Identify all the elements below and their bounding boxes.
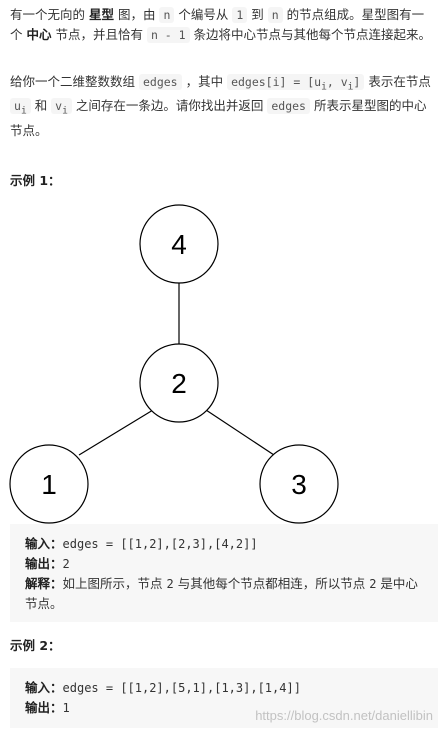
text: ，其中 (181, 74, 228, 89)
text: 节点，并且恰有 (51, 27, 147, 42)
graph-node-1: 1 (9, 444, 89, 524)
input-value: edges = [[1,2],[2,3],[4,2]] (62, 537, 258, 551)
inline-code-v: vi (51, 98, 72, 117)
text: 与其他每个节点都相连，所以节点 (173, 576, 370, 591)
text: 条边将中心节点与其他每个节点连接起来。 (189, 27, 432, 42)
output-label: 输出： (25, 700, 63, 715)
output-value: 1 (62, 701, 70, 715)
inline-code-u: ui (10, 98, 31, 117)
example-1-output: 输出：2 (25, 554, 423, 574)
node-circle (139, 204, 219, 284)
example-1-heading: 示例 1： (10, 173, 61, 188)
node-label: 3 (291, 469, 307, 500)
problem-task: 给你一个二维整数数组 edges ，其中 edges[i] = [ui, vi]… (10, 72, 434, 140)
text: 给你一个二维整数数组 (10, 74, 139, 89)
example-2-input: 输入：edges = [[1,2],[5,1],[1,3],[1,4]] (25, 678, 423, 698)
explain-label: 解释： (25, 576, 63, 591)
text: v (55, 99, 63, 114)
node-circle (139, 343, 219, 423)
inline-code: 1 (232, 7, 248, 23)
watermark: https://blog.csdn.net/daniellibin (255, 708, 433, 723)
graph-node-3: 3 (259, 444, 339, 524)
graph-node-4: 4 (139, 204, 219, 284)
example-2-output: 输出：1 (25, 698, 423, 718)
text: edges[i] = [u (231, 75, 322, 89)
input-label: 输入： (25, 536, 63, 551)
input-label: 输入： (25, 680, 63, 695)
text: 的节点组成。星型图有一个 (10, 7, 425, 42)
text: 有一个无向的 (10, 7, 89, 22)
subscript: i (62, 105, 68, 117)
text: , v (326, 75, 348, 89)
example-2-box: 输入：edges = [[1,2],[5,1],[1,3],[1,4]] 输出：… (10, 668, 438, 728)
node-label: 4 (171, 229, 187, 260)
bold-star: 星型 (88, 7, 114, 22)
subscript: i (20, 105, 27, 117)
graph-edge-2-1 (78, 409, 154, 456)
text: 到 (247, 7, 268, 22)
node-label: 1 (41, 469, 57, 500)
inline-code: edges (267, 98, 310, 115)
node-circle (9, 444, 89, 524)
text: 和 (30, 98, 52, 114)
output-label: 输出： (25, 556, 63, 571)
example-1-box: 输入：edges = [[1,2],[2,3],[4,2]] 输出：2 解释：如… (10, 524, 438, 622)
text: 个编号从 (174, 7, 233, 22)
graph-node-2: 2 (139, 343, 219, 423)
node-label: 2 (171, 368, 187, 399)
text: 所表示星型图的中心节点。 (10, 98, 427, 138)
text: u (14, 99, 21, 114)
example-1-explanation: 解释：如上图所示，节点 2 与其他每个节点都相连，所以节点 2 是中心节点。 (25, 574, 423, 614)
text: 之间存在一条边。请你找出并返回 (71, 98, 268, 114)
text: 如上图所示，节点 (62, 576, 167, 591)
text: ] (353, 75, 361, 89)
inline-code: edges (138, 74, 182, 90)
text: 表示在节点 (364, 74, 431, 89)
text: 图，由 (114, 7, 160, 22)
text: 是中心节点。 (25, 576, 418, 611)
subscript: i (321, 81, 327, 93)
inline-code: n - 1 (146, 27, 190, 43)
star-graph-diagram: 4 2 1 3 (9, 204, 339, 524)
mono-value: 2 (369, 577, 377, 591)
problem-description: 有一个无向的 星型 图，由 n 个编号从 1 到 n 的节点组成。星型图有一个 … (10, 5, 434, 45)
inline-code: n (267, 7, 283, 23)
inline-code: n (159, 7, 175, 23)
mono-value: 2 (166, 577, 174, 591)
example-2-heading: 示例 2： (10, 638, 61, 653)
graph-edge-2-3 (205, 409, 275, 456)
output-value: 2 (62, 557, 70, 571)
node-circle (259, 444, 339, 524)
input-value: edges = [[1,2],[5,1],[1,3],[1,4]] (62, 681, 301, 695)
inline-code-edge-def: edges[i] = [ui, vi] (227, 74, 365, 93)
example-1-input: 输入：edges = [[1,2],[2,3],[4,2]] (25, 534, 423, 554)
subscript: i (347, 81, 354, 93)
bold-center: 中心 (26, 27, 52, 42)
